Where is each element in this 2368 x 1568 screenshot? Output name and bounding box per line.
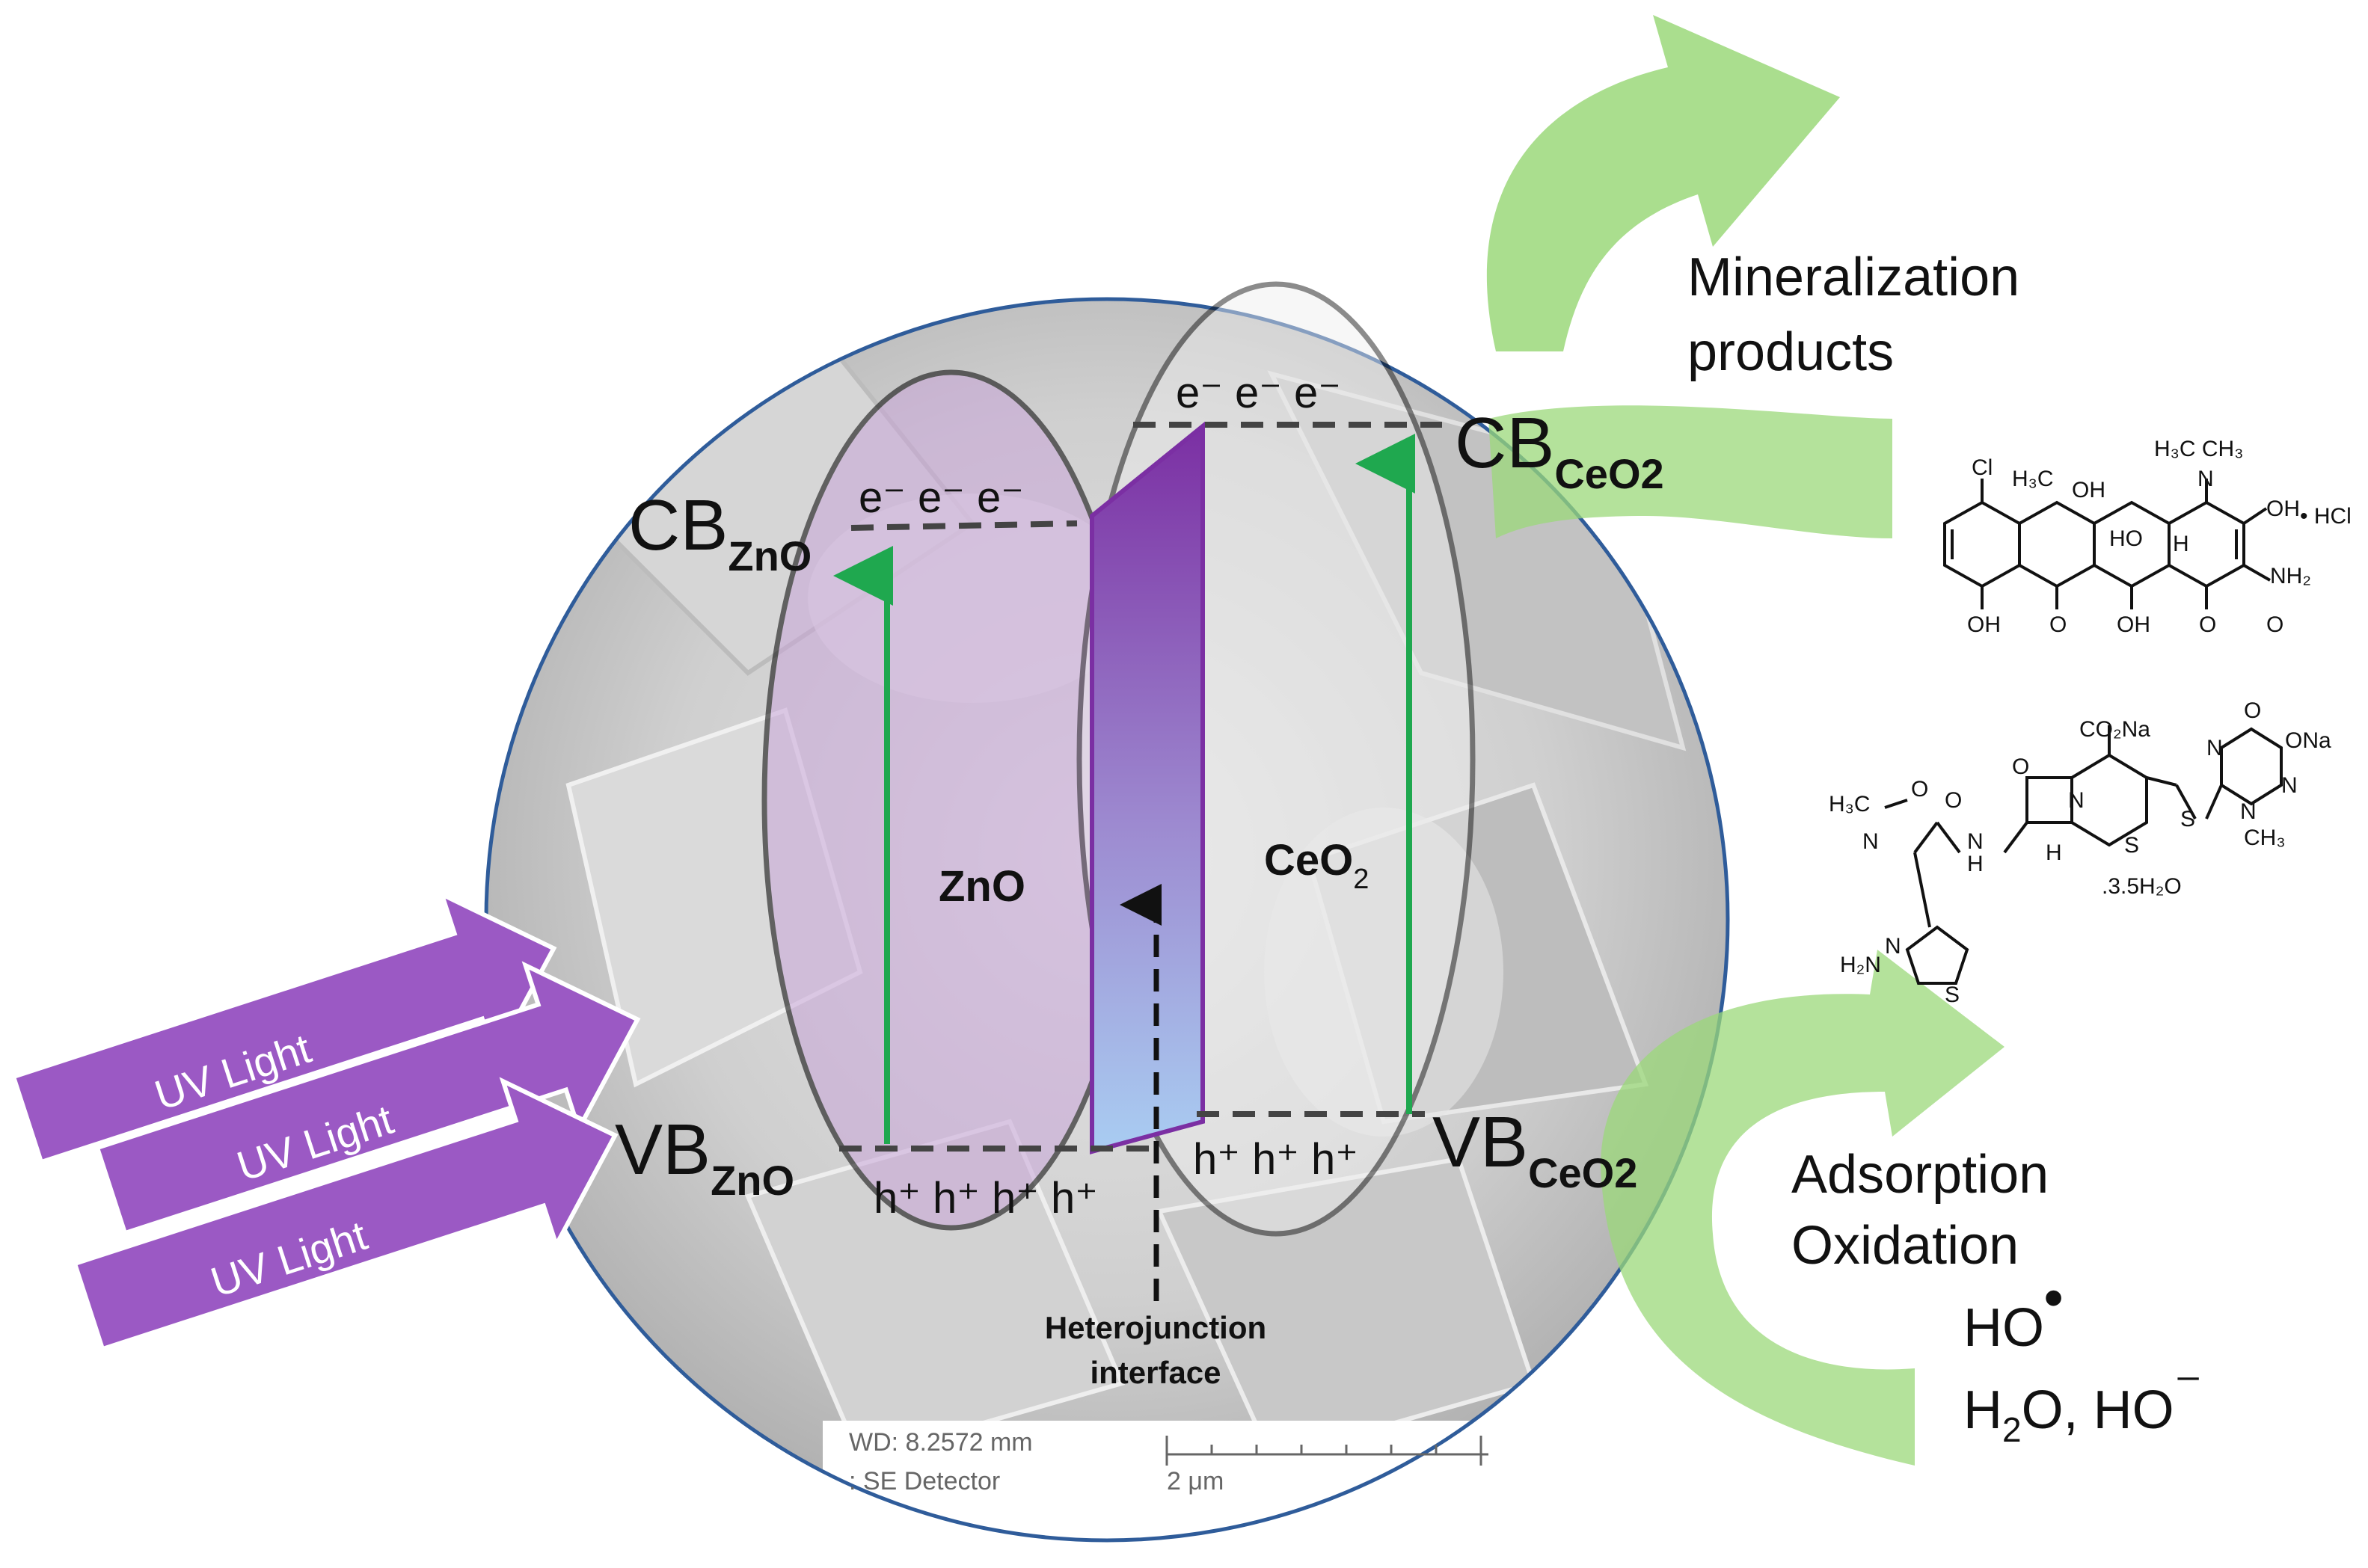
tc-oh-right: OH [2266, 496, 2300, 521]
tc-oh-b1: OH [1967, 612, 2001, 637]
cf-n-tr1: N [2206, 736, 2223, 760]
vb-zno-label: VBZnO [615, 1110, 794, 1204]
tc-n: N [2197, 467, 2214, 491]
cf-ch3: CH₃ [2244, 825, 2286, 850]
tetracycline-labels: Cl H₃C OH H₃C CH₃ N OH • HCl HO H NH₂ O … [1967, 437, 2352, 637]
heterojunction-label-line2: interface [1090, 1355, 1221, 1390]
cb-zno-label: CBZnO [628, 485, 812, 579]
cf-s: S [2180, 807, 2195, 831]
cf-water: .3.5H₂O [2102, 874, 2182, 899]
cf-co2na: CO₂Na [2079, 717, 2150, 742]
cf-n-tr3: N [2240, 799, 2257, 824]
cf-ona: ONa [2285, 728, 2331, 753]
sem-wd-label: WD: 8.2572 mm [849, 1428, 1033, 1457]
ceo2-holes: h⁺ h⁺ h⁺ [1193, 1135, 1358, 1184]
cf-h2n: H₂N [1840, 953, 1881, 977]
zno-label: ZnO [939, 862, 1025, 911]
cf-o-top: O [2244, 698, 2261, 723]
ceftriaxone-labels: CO₂Na O ONa H₃C O N O N O S N H N N N CH… [1829, 698, 2331, 1007]
tc-h3c: H₃C [2012, 467, 2054, 491]
ceftriaxone-structure [1884, 725, 2283, 985]
zno-holes: h⁺ h⁺ h⁺ h⁺ [874, 1174, 1098, 1223]
cf-n-lactam: N [2068, 788, 2085, 813]
cf-nh: N [1967, 829, 1984, 854]
tc-o1: O [2049, 612, 2067, 637]
band-levels [839, 422, 1442, 1152]
tc-nh2: NH₂ [2270, 564, 2311, 588]
uv-arrow-2 [94, 961, 641, 1236]
cf-s-thz: S [1945, 983, 1960, 1007]
ceo2-label: CeO2 [1264, 836, 1369, 895]
heterojunction-label-line1: Heterojunction [1045, 1310, 1266, 1345]
tetracycline-structure [1943, 479, 2271, 609]
tc-o2: O [2199, 612, 2216, 637]
tc-ho: HO [2109, 526, 2143, 551]
cf-n-tr2: N [2281, 773, 2298, 798]
green-arrow-bottom [1601, 950, 2004, 1466]
tc-o3: O [2266, 612, 2283, 637]
uv-arrows: UV Light UV Light UV Light [10, 890, 641, 1352]
sem-scalebar [1165, 1436, 1488, 1466]
cf-o-amide: O [1945, 788, 1962, 813]
water-hydroxide-label: H2O, HO⁻ [1963, 1358, 2203, 1449]
tc-oh-b2: OH [2117, 612, 2150, 637]
cb-zno-line [850, 520, 1078, 531]
tc-h: H [2173, 532, 2189, 556]
cf-h3c: H₃C [1829, 792, 1871, 817]
green-arrow-top [1488, 405, 1892, 538]
mineralization-label-line1: Mineralization [1687, 248, 2019, 307]
uv-arrow-3 [72, 1077, 619, 1352]
cb-ceo2-label: CBCeO2 [1455, 403, 1664, 497]
mineralization-label-line2: products [1687, 322, 1894, 382]
sem-scalebar-label: 2 μm [1167, 1467, 1224, 1495]
zno-electrons: e⁻ e⁻ e⁻ [859, 473, 1024, 522]
tc-cl: Cl [1972, 455, 1993, 480]
green-arrow-top-back [1486, 15, 1840, 351]
tc-oh-top: OH [2072, 478, 2105, 502]
cf-o-lactam: O [2012, 754, 2029, 779]
cf-h-ring: H [2046, 840, 2062, 865]
ceo2-electrons: e⁻ e⁻ e⁻ [1176, 369, 1341, 417]
cf-n-thz: N [1885, 934, 1901, 959]
vb-ceo2-label: VBCeO2 [1432, 1102, 1637, 1196]
adsorption-label: Adsorption [1791, 1145, 2049, 1205]
uv-arrow-1 [10, 890, 557, 1165]
hydroxyl-radical-label: HO• [1963, 1268, 2063, 1358]
tc-nme2: H₃C CH₃ [2154, 437, 2243, 461]
sem-detector-label: : SE Detector [849, 1467, 1000, 1495]
cf-n-left: N [1862, 829, 1879, 854]
tc-hcl: • HCl [2300, 504, 2352, 529]
oxidation-label: Oxidation [1791, 1216, 2019, 1276]
cf-h: H [1967, 852, 1984, 876]
cf-s-ring: S [2124, 833, 2139, 858]
heterojunction-plate [1090, 421, 1205, 1155]
cf-o-me: O [1911, 777, 1928, 802]
